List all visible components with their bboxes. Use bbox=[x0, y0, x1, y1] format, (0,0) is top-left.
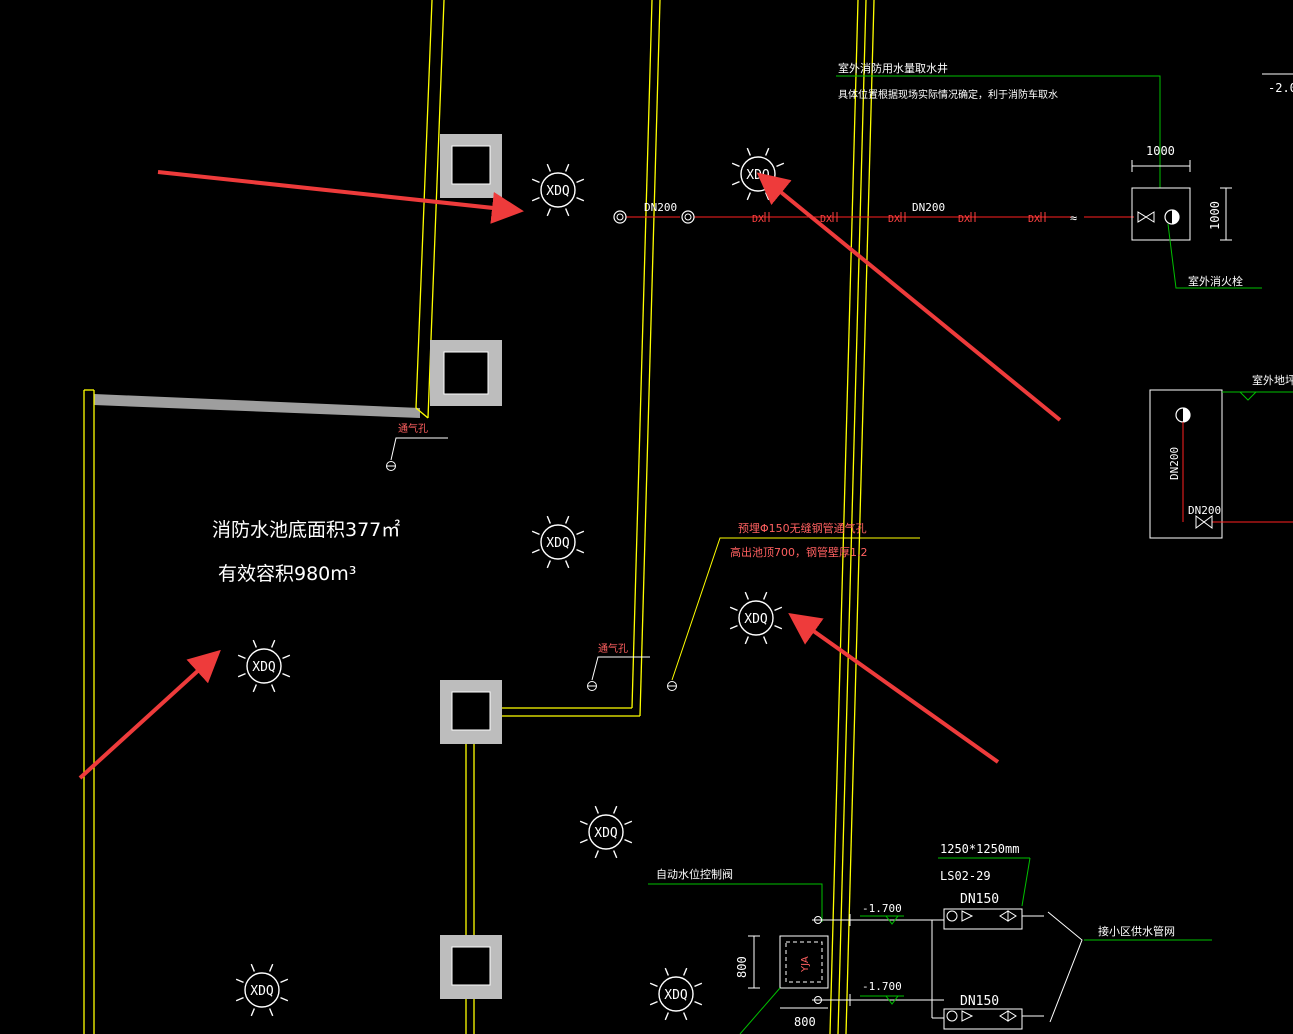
xdq-symbol: XDQ bbox=[579, 805, 633, 859]
pipe-segment-label-3: DX bbox=[888, 214, 900, 225]
xdq-symbol: XDQ bbox=[531, 163, 585, 217]
well-dim-width: 1000 bbox=[1146, 144, 1175, 158]
dim-800-horizontal: 800 bbox=[794, 1015, 816, 1029]
right-panel: -2.0 室外地坪 DN200 DN200 bbox=[1149, 73, 1293, 539]
lower-pipe-label: DN150 bbox=[960, 994, 999, 1009]
xdq-label: XDQ bbox=[546, 184, 570, 199]
right-pipe-v-label: DN200 bbox=[1168, 447, 1181, 480]
xdq-label: XDQ bbox=[594, 826, 618, 841]
arrow-4 bbox=[788, 613, 1000, 764]
valve-section: 自动水位控制阀 YJA 800 800 -1.700 -1.700 bbox=[648, 842, 1212, 1034]
vent-note-line1: 预埋Φ150无缝钢管通气孔 bbox=[738, 521, 867, 535]
arrow-1 bbox=[157, 170, 524, 224]
elev-upper: -1.700 bbox=[862, 902, 902, 915]
vent-label-1: 通气孔 bbox=[398, 422, 428, 435]
outdoor-well: 室外消防用水量取水井 具体位置根据现场实际情况确定，利于消防车取水 1000 1… bbox=[836, 61, 1262, 289]
right-pipe-h-label: DN200 bbox=[1188, 504, 1221, 517]
sloped-wall-bar bbox=[94, 394, 420, 418]
xdq-symbol: XDQ bbox=[729, 591, 783, 645]
dim-800-vertical: 800 bbox=[735, 956, 749, 978]
xdq-label: XDQ bbox=[546, 536, 570, 551]
vent-1: 通气孔 bbox=[386, 422, 448, 471]
pipe-segment-label-1: DX bbox=[752, 214, 764, 225]
xdq-label: XDQ bbox=[252, 660, 276, 675]
vent-2: 通气孔 bbox=[587, 642, 650, 691]
ground-label: 室外地坪 bbox=[1252, 373, 1293, 387]
vent-note-line2: 高出池顶700，钢管壁厚1.2 bbox=[730, 545, 868, 559]
vent-label-2: 通气孔 bbox=[598, 642, 628, 655]
auto-valve-label: 自动水位控制阀 bbox=[656, 867, 733, 881]
column-3 bbox=[440, 680, 502, 744]
top-pipe: DN200 DN200 DX DX DX DX DX ≈ bbox=[613, 201, 1134, 225]
arrow-2 bbox=[756, 172, 1062, 422]
hydrant-label: 室外消火栓 bbox=[1188, 274, 1243, 288]
xdq-label: XDQ bbox=[250, 984, 274, 999]
outdoor-well-note: 具体位置根据现场实际情况确定，利于消防车取水 bbox=[838, 88, 1058, 101]
pipe-size-label-2: DN200 bbox=[912, 201, 945, 214]
pipe-break-symbol: ≈ bbox=[1070, 211, 1077, 225]
xdq-label: XDQ bbox=[664, 988, 688, 1003]
supply-label: 接小区供水管网 bbox=[1098, 924, 1175, 938]
chamber-size: 1250*1250mm bbox=[940, 842, 1019, 856]
arrow-3 bbox=[78, 649, 221, 780]
upper-pipe-label: DN150 bbox=[960, 892, 999, 907]
box-label: YJA bbox=[800, 956, 811, 973]
outdoor-well-title: 室外消防用水量取水井 bbox=[838, 61, 948, 75]
columns bbox=[430, 134, 502, 999]
xdq-symbol: XDQ bbox=[237, 639, 291, 693]
chamber-code: LS02-29 bbox=[940, 869, 991, 883]
wall-lines bbox=[83, 0, 875, 1034]
column-1 bbox=[440, 134, 502, 198]
column-2 bbox=[430, 340, 502, 406]
pipe-segment-label-4: DX bbox=[958, 214, 970, 225]
pool-volume-label: 有效容积980m³ bbox=[218, 563, 356, 585]
pipe-size-label: DN200 bbox=[644, 201, 677, 214]
column-4 bbox=[440, 935, 502, 999]
xdq-symbol: XDQ bbox=[649, 967, 703, 1021]
xdq-symbol: XDQ bbox=[531, 515, 585, 569]
annotation-arrows bbox=[78, 170, 1062, 780]
xdq-symbol: XDQ bbox=[235, 963, 289, 1017]
pool-area-label: 消防水池底面积377㎡ bbox=[212, 518, 400, 541]
xdq-label: XDQ bbox=[744, 612, 768, 627]
pipe-segment-label-5: DX bbox=[1028, 214, 1040, 225]
vent-3: 预埋Φ150无缝钢管通气孔 高出池顶700，钢管壁厚1.2 bbox=[667, 521, 920, 691]
top-elevation: -2.0 bbox=[1268, 81, 1293, 95]
well-dim-height: 1000 bbox=[1208, 201, 1222, 230]
elev-lower: -1.700 bbox=[862, 980, 902, 993]
pipe-segment-label-2: DX bbox=[820, 214, 832, 225]
